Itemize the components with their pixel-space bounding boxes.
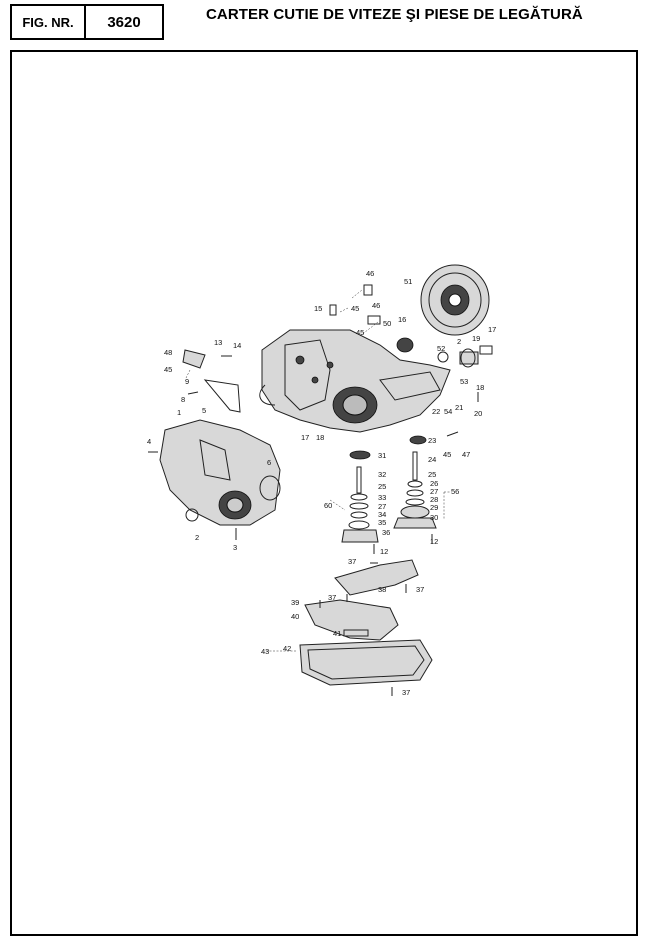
shaft-assembly xyxy=(437,345,493,368)
valve-stack-left xyxy=(341,450,379,543)
callout-45: 45 xyxy=(443,450,451,459)
callout-36: 36 xyxy=(382,528,390,537)
transmission-case xyxy=(259,329,451,433)
callout-23: 23 xyxy=(428,436,436,445)
callout-32: 32 xyxy=(378,470,386,479)
callout-20: 20 xyxy=(474,409,482,418)
callout-45: 45 xyxy=(351,304,359,313)
callout-53: 53 xyxy=(460,377,468,386)
callout-50: 50 xyxy=(383,319,391,328)
callout-39: 39 xyxy=(291,598,299,607)
gasket xyxy=(343,629,369,637)
callout-27: 27 xyxy=(430,487,438,496)
callout-18: 18 xyxy=(316,433,324,442)
callout-15: 15 xyxy=(314,304,322,313)
callout-13: 13 xyxy=(214,338,222,347)
callout-1: 1 xyxy=(177,408,181,417)
callout-45: 45 xyxy=(164,365,172,374)
callout-27: 27 xyxy=(378,502,386,511)
callout-2: 2 xyxy=(457,337,461,346)
figure-number-box: FIG. NR. 3620 xyxy=(10,4,164,40)
valve-body xyxy=(334,559,419,596)
callout-22: 22 xyxy=(432,407,440,416)
callout-24: 24 xyxy=(428,455,436,464)
callout-29: 29 xyxy=(430,503,438,512)
callout-47: 47 xyxy=(462,450,470,459)
callout-25: 25 xyxy=(378,482,386,491)
callout-28: 28 xyxy=(430,495,438,504)
callout-46: 46 xyxy=(366,269,374,278)
callout-18: 18 xyxy=(476,383,484,392)
side-cover xyxy=(159,419,281,526)
callout-37: 37 xyxy=(348,557,356,566)
sensor-part-2 xyxy=(367,315,381,325)
oil-filter xyxy=(304,599,399,641)
callout-6: 6 xyxy=(267,458,271,467)
speed-sensor xyxy=(182,349,206,369)
callout-9: 9 xyxy=(185,377,189,386)
callout-17: 17 xyxy=(488,325,496,334)
callout-31: 31 xyxy=(378,451,386,460)
callout-8: 8 xyxy=(181,395,185,404)
leader-lines xyxy=(185,289,450,652)
callout-46: 46 xyxy=(372,301,380,310)
callout-54: 54 xyxy=(444,407,452,416)
callout-26: 26 xyxy=(430,479,438,488)
callout-42: 42 xyxy=(283,644,291,653)
callout-12: 12 xyxy=(430,537,438,546)
seal-ring xyxy=(185,508,199,522)
callout-37: 37 xyxy=(328,593,336,602)
callout-12: 12 xyxy=(380,547,388,556)
valve-stack-right xyxy=(393,435,437,529)
callout-16: 16 xyxy=(398,315,406,324)
callout-52: 52 xyxy=(437,344,445,353)
callout-2: 2 xyxy=(195,533,199,542)
callout-34: 34 xyxy=(378,510,386,519)
callout-37: 37 xyxy=(402,688,410,697)
callout-43: 43 xyxy=(261,647,269,656)
callout-35: 35 xyxy=(378,518,386,527)
o-ring xyxy=(259,475,281,501)
callout-33: 33 xyxy=(378,493,386,502)
callout-3: 3 xyxy=(233,543,237,552)
callout-4: 4 xyxy=(147,437,151,446)
figure-label: FIG. NR. xyxy=(12,6,86,38)
callout-56: 56 xyxy=(451,487,459,496)
oil-pan xyxy=(299,639,433,686)
torque-converter xyxy=(420,264,490,336)
figure-number: 3620 xyxy=(107,13,141,31)
page-title: CARTER CUTIE DE VITEZE ŞI PIESE DE LEGĂT… xyxy=(206,6,583,23)
callout-17: 17 xyxy=(301,433,309,442)
callout-60: 60 xyxy=(324,501,332,510)
bracket xyxy=(203,379,241,413)
callout-5: 5 xyxy=(202,406,206,415)
callout-19: 19 xyxy=(472,334,480,343)
callout-48: 48 xyxy=(164,348,172,357)
oil-seal xyxy=(396,337,414,353)
diagram-frame xyxy=(10,50,638,936)
callout-30: 30 xyxy=(430,513,438,522)
callout-40: 40 xyxy=(291,612,299,621)
callout-38: 38 xyxy=(378,585,386,594)
callout-labels: 46 51 15 45 46 50 16 45 17 13 14 48 45 5… xyxy=(147,269,496,697)
callout-51: 51 xyxy=(404,277,412,286)
callout-25: 25 xyxy=(428,470,436,479)
callout-14: 14 xyxy=(233,341,241,350)
callout-21: 21 xyxy=(455,403,463,412)
callout-45: 45 xyxy=(356,328,364,337)
bolts xyxy=(148,355,479,696)
plug xyxy=(329,304,337,316)
callout-41: 41 xyxy=(333,629,341,638)
callout-37: 37 xyxy=(416,585,424,594)
sensor-part xyxy=(363,284,373,296)
